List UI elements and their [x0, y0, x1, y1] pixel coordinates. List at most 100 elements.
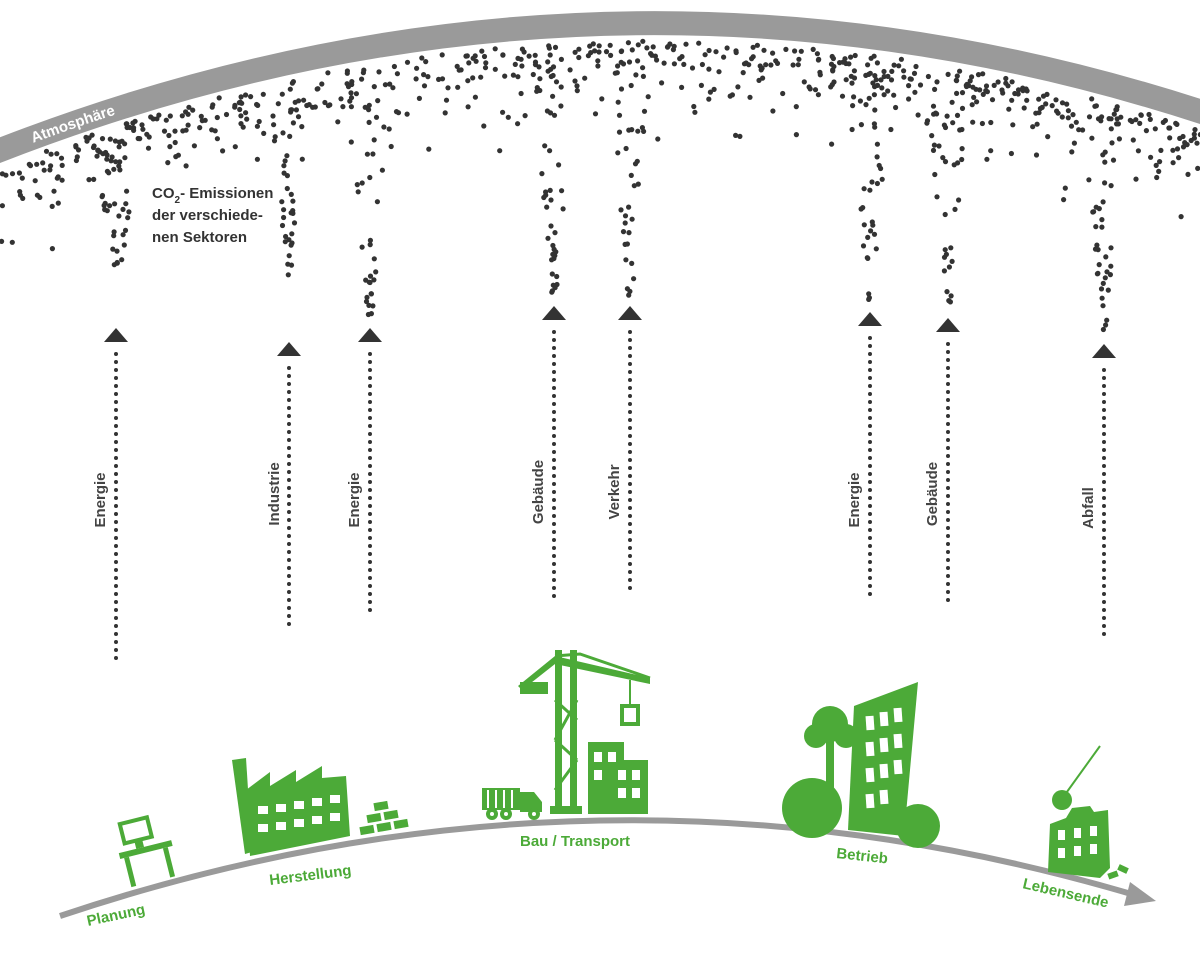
arrow-up-icon — [618, 306, 642, 320]
co2-dot — [1147, 116, 1153, 122]
co2-dot — [381, 124, 387, 130]
co2-dot — [595, 63, 601, 69]
co2-dot — [840, 59, 846, 65]
co2-dot — [49, 203, 55, 209]
co2-dot — [1003, 80, 1009, 86]
co2-dot — [137, 136, 143, 142]
co2-dot — [572, 49, 578, 55]
co2-dot — [870, 222, 876, 228]
co2-dot — [650, 44, 656, 50]
co2-dot — [619, 48, 625, 54]
co2-dot — [793, 132, 800, 138]
co2-dot — [91, 176, 97, 182]
co2-dot — [376, 69, 382, 75]
co2-dot — [1096, 206, 1102, 212]
co2-dot — [1061, 197, 1067, 203]
co2-dot — [254, 156, 260, 162]
sector-label: Abfall — [1080, 487, 1097, 529]
co2-dot — [946, 264, 953, 270]
co2-dot — [223, 111, 230, 118]
co2-dot — [1098, 118, 1104, 124]
co2-dot — [1020, 88, 1026, 94]
sector-label: Gebäude — [530, 460, 547, 524]
co2-dot — [891, 62, 897, 68]
co2-dot — [1040, 93, 1047, 99]
co2-dot — [908, 76, 914, 82]
co2-dot — [870, 80, 876, 86]
co2-dot — [17, 192, 23, 198]
co2-dot — [220, 148, 226, 154]
co2-dot — [270, 113, 276, 119]
co2-dot — [439, 52, 445, 58]
co2-dot — [706, 47, 712, 54]
co2-dot — [850, 103, 856, 109]
sector-label: Verkehr — [606, 464, 623, 519]
co2-dot — [288, 191, 294, 197]
co2-dot — [829, 53, 835, 60]
co2-dot — [370, 151, 376, 157]
co2-dot — [956, 197, 962, 203]
co2-dot — [544, 204, 550, 210]
co2-dot — [353, 91, 359, 97]
co2-dot — [364, 294, 370, 300]
co2-dot-cloud — [0, 38, 1200, 333]
co2-dot — [154, 116, 160, 122]
co2-dot — [1100, 280, 1106, 286]
co2-dot — [770, 50, 776, 56]
co2-dot — [375, 98, 381, 104]
co2-dot — [1099, 295, 1105, 301]
co2-dot — [478, 74, 484, 80]
co2-dot — [860, 243, 867, 249]
co2-dot — [1191, 135, 1197, 141]
co2-dot — [893, 104, 899, 111]
co2-dot — [466, 60, 472, 66]
co2-dot — [1137, 120, 1143, 126]
co2-dot — [108, 158, 114, 164]
co2-dot — [354, 182, 360, 188]
co2-dot — [443, 97, 450, 103]
co2-dot — [988, 119, 994, 126]
co2-dot — [319, 81, 325, 87]
co2-dot — [34, 161, 40, 167]
co2-dot — [868, 228, 874, 234]
co2-dot — [1153, 162, 1159, 168]
co2-dot — [363, 298, 370, 305]
co2-dot — [940, 155, 946, 161]
co2-dot — [248, 94, 254, 100]
co2-dot — [436, 76, 442, 82]
co2-dot — [954, 78, 960, 84]
co2-dot — [891, 92, 897, 98]
co2-dot — [1015, 87, 1022, 93]
co2-dot — [167, 144, 173, 150]
co2-dot — [394, 71, 400, 77]
co2-dot — [874, 180, 881, 187]
co2-dot — [281, 163, 287, 169]
co2-dot — [505, 114, 511, 120]
co2-dot — [941, 268, 948, 274]
co2-dot — [173, 154, 179, 160]
co2-dot — [576, 54, 582, 61]
co2-dot — [104, 152, 110, 158]
co2-dot — [929, 133, 935, 139]
co2-dot — [735, 84, 741, 90]
co2-dot — [750, 44, 756, 50]
co2-dot — [1154, 174, 1160, 181]
co2-dot — [539, 171, 545, 177]
co2-dot — [1105, 287, 1111, 293]
co2-dot — [848, 73, 854, 79]
co2-dot — [541, 194, 547, 201]
co2-dot — [898, 56, 905, 62]
co2-dot — [256, 118, 262, 125]
co2-dot — [848, 54, 854, 60]
arrow-up-icon — [542, 306, 566, 320]
co2-dot — [526, 53, 532, 59]
co2-dot — [290, 120, 296, 126]
co2-dot — [111, 166, 117, 172]
co2-dot — [796, 56, 802, 62]
co2-dot — [1049, 103, 1055, 109]
co2-dot — [865, 62, 871, 68]
co2-dot — [872, 124, 878, 130]
co2-dot — [518, 90, 524, 97]
co2-dot — [550, 93, 556, 99]
co2-dot — [283, 233, 289, 240]
